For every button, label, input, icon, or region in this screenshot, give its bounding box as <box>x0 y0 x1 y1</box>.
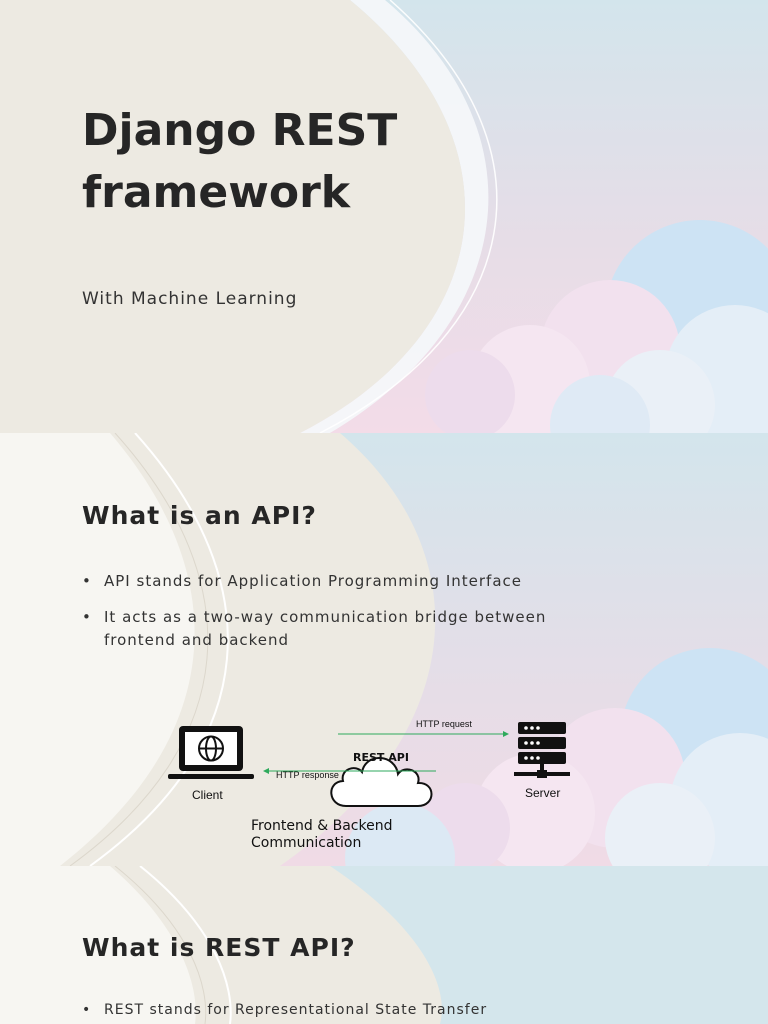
bullet-text: API stands for Application Programming I… <box>104 572 522 590</box>
slide-title-heading: Django REST framework <box>82 105 398 218</box>
slide-what-is-api: What is an API? • API stands for Applicat… <box>0 433 768 866</box>
http-response-label: HTTP response <box>276 770 339 780</box>
server-icon <box>514 722 570 778</box>
bullet-item: • It acts as a two-way communication brid… <box>82 606 602 652</box>
slide-3-background <box>0 866 768 1024</box>
bullet-text: It acts as a two-way communication bridg… <box>104 608 547 649</box>
slide-2-background <box>0 433 768 866</box>
slide-2-bullet-list: • API stands for Application Programming … <box>82 570 602 665</box>
slide-subtitle: With Machine Learning <box>82 289 298 309</box>
diagram-caption: Frontend & Backend Communication <box>251 818 393 851</box>
bullet-item: • REST stands for Representational State … <box>82 999 602 1022</box>
cloud-decoration-icon <box>345 648 768 866</box>
slide-title: Django REST framework With Machine Learn… <box>0 0 768 433</box>
bullet-dot: • <box>82 608 92 626</box>
bullet-item: • API stands for Application Programming … <box>82 570 602 593</box>
http-request-label: HTTP request <box>416 719 472 729</box>
cloud-decoration-icon <box>425 220 768 433</box>
slide-1-background <box>0 0 768 433</box>
http-arrows <box>263 731 509 774</box>
slide-2-heading: What is an API? <box>82 501 317 530</box>
slide-3-bullet-list: • REST stands for Representational State … <box>82 999 602 1024</box>
api-diagram <box>168 726 433 807</box>
cloud-icon <box>330 757 433 807</box>
bullet-dot: • <box>82 1002 92 1018</box>
bullet-text: REST stands for Representational State T… <box>104 1002 488 1018</box>
rest-api-label: REST API <box>353 751 409 764</box>
bullet-dot: • <box>82 572 92 590</box>
slide-3-heading: What is REST API? <box>82 933 356 962</box>
server-label: Server <box>525 786 561 800</box>
slide-what-is-rest-api: What is REST API? • REST stands for Repre… <box>0 866 768 1024</box>
laptop-globe-icon <box>168 726 254 779</box>
client-label: Client <box>192 788 223 802</box>
